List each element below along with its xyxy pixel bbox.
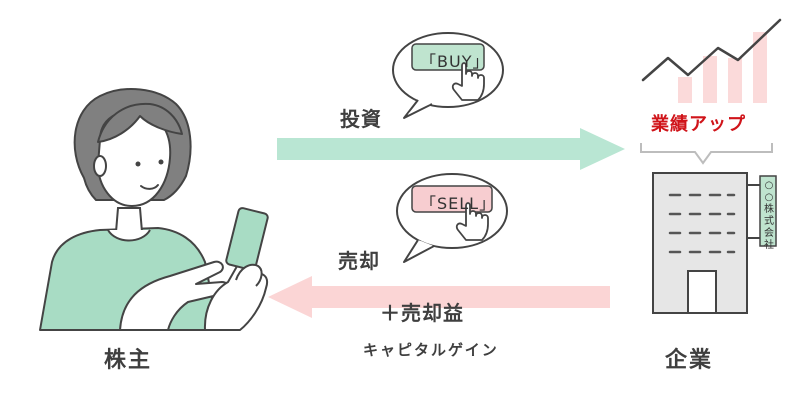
- company-sign: [759, 175, 777, 247]
- sale-gain-label: ＋売却益: [380, 301, 464, 325]
- company-sign-char: ○: [764, 180, 774, 191]
- company-sign-char: 会: [764, 228, 774, 239]
- thumb: [235, 263, 263, 287]
- company-sign-char: ○: [764, 192, 774, 203]
- buy-button-label: 「BUY」: [420, 52, 490, 71]
- bar-chart-icon: [641, 18, 782, 103]
- building-door: [687, 270, 717, 314]
- person-icon: [39, 88, 268, 331]
- invest-arrow: [277, 128, 625, 170]
- hand-pointer-icon: [451, 62, 485, 101]
- invest-label: 投資: [340, 107, 382, 131]
- performance-up-label: 業績アップ: [651, 114, 746, 135]
- sell-arrow: [268, 276, 610, 318]
- sell-speech-bubble-icon: [396, 173, 508, 263]
- company-sign-char: 式: [764, 216, 774, 227]
- company-sign-char: 社: [764, 240, 774, 251]
- smartphone-icon: [225, 207, 269, 271]
- company-sign-char: 株: [764, 204, 774, 215]
- sell-button: [411, 185, 493, 213]
- company-label: 企業: [665, 348, 714, 373]
- performance-callout: [640, 143, 773, 165]
- shareholder-label: 株主: [104, 348, 153, 373]
- sell-label: 売却: [338, 249, 380, 273]
- hand-pointer-icon: [455, 202, 489, 241]
- sell-button-label: 「SELL」: [420, 194, 497, 213]
- building-icon: [652, 172, 777, 314]
- company-sign-label: ○○株式会社: [762, 180, 776, 252]
- buy-speech-bubble-icon: [392, 32, 504, 119]
- capital-gain-label: キャピタルゲイン: [363, 341, 499, 359]
